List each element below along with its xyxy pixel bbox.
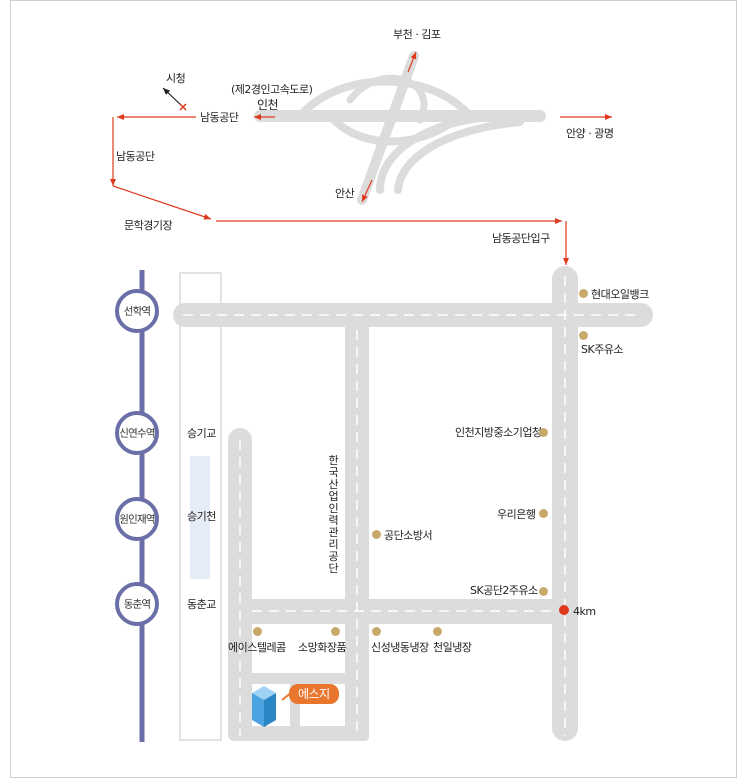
label-namdong-gongdan-left: 남동공단	[116, 150, 155, 163]
landmark-dot	[579, 331, 588, 340]
landmark-dot	[433, 627, 442, 636]
road-centerlines	[183, 276, 642, 736]
landmark-dot	[539, 428, 548, 437]
station-label: 원인재역	[119, 513, 155, 526]
label-sk-gongdan2: SK공단2주유소	[470, 584, 538, 597]
landmark-dot	[331, 627, 340, 636]
destination-building	[252, 686, 276, 727]
label-hrd-korea-road: 한국산업인력관리공단	[328, 454, 339, 575]
landmark-dot	[372, 530, 381, 539]
label-fire-station: 공단소방서	[384, 529, 433, 542]
landmark-dot	[372, 627, 381, 636]
ramp-3	[376, 112, 504, 194]
label-somang-cosmetics: 소망화장품	[298, 641, 347, 654]
route-bucheon-arrow	[407, 51, 417, 73]
station-label: 동춘역	[123, 598, 151, 611]
route-diag	[112, 185, 212, 220]
landmark-dot	[539, 587, 548, 596]
city-hall-x-mark	[179, 103, 187, 111]
station-sinyeonsu: 신연수역	[115, 411, 159, 455]
label-incheon: 인천	[257, 98, 279, 112]
label-cheonil: 천일냉장	[433, 641, 472, 654]
label-city-hall: 시청	[166, 72, 186, 85]
label-namdong-entrance: 남동공단입구	[492, 232, 550, 245]
stream-water	[190, 456, 210, 579]
distance-marker-dot	[559, 605, 569, 615]
route-ansan-arrow	[361, 179, 373, 203]
station-label: 신연수역	[119, 427, 155, 440]
label-dongchun-bridge: 동춘교	[187, 598, 216, 611]
city-hall-arrow	[162, 87, 183, 107]
ramp-4	[394, 118, 524, 194]
label-munhak-stadium: 문학경기장	[124, 219, 173, 232]
label-sinsung: 신성냉동냉장	[371, 641, 429, 654]
label-hyundai-oilbank: 현대오일뱅크	[591, 288, 649, 301]
station-seonhak: 선학역	[115, 289, 159, 333]
station-label: 선학역	[123, 305, 151, 318]
road-block-v	[290, 673, 300, 739]
map-frame	[10, 0, 737, 778]
ramp-5	[346, 74, 428, 124]
station-woninjae: 원인재역	[115, 497, 159, 541]
label-distance-4km: 4km	[573, 605, 596, 618]
label-namdong-gongdan-top: 남동공단	[200, 111, 239, 124]
label-seunggi-bridge: 승기교	[187, 427, 216, 440]
label-woori-bank: 우리은행	[497, 508, 536, 521]
landmark-dot	[539, 509, 548, 518]
destination-badge: 에스지	[289, 684, 339, 704]
label-ansan: 안산	[335, 187, 355, 200]
label-expressway: (제2경인고속도로)	[231, 83, 313, 96]
label-anyang-gwangmyeong: 안양 · 광명	[566, 127, 614, 140]
landmark-dot	[253, 627, 262, 636]
label-sk-gas-station: SK주유소	[581, 343, 624, 356]
landmark-dot	[579, 289, 588, 298]
label-seunggi-stream: 승기천	[187, 510, 216, 523]
interchange	[254, 51, 546, 205]
label-bucheon-gimpo: 부천 · 김포	[393, 28, 441, 41]
station-dongchun: 동춘역	[115, 582, 159, 626]
label-smba-incheon: 인천지방중소기업청	[455, 426, 542, 439]
label-ace-telecom: 에이스텔레콤	[228, 641, 286, 654]
